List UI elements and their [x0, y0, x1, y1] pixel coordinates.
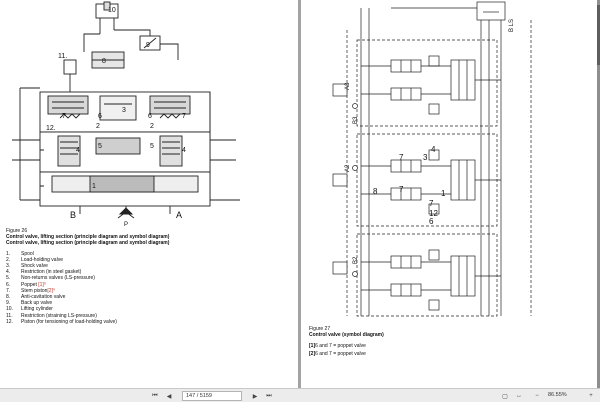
label-4b: 4	[182, 147, 186, 154]
figure-26-caption: Figure 26 Control valve, lifting section…	[6, 228, 294, 325]
legend-item: 9.Back up valve	[6, 300, 53, 307]
label-7b: 7	[182, 113, 186, 120]
legend-item: 11.Restriction (straining LS-pressure)	[6, 312, 97, 319]
label-5a: 5	[98, 143, 102, 150]
fit-width-icon[interactable]: ↔	[516, 393, 522, 399]
label-4a: 4	[76, 147, 80, 154]
next-page-icon[interactable]: ▶	[252, 393, 258, 400]
footnote-1: [1]6 and 7 = poppet valve	[309, 342, 366, 349]
label-b3: B3	[353, 116, 359, 124]
legend-item: 3.Shock valve	[6, 263, 48, 270]
last-page-icon[interactable]: ⏭	[266, 392, 272, 399]
label-7c: 7	[399, 185, 404, 194]
label-6b: 6	[148, 113, 152, 120]
legend-item: 12.Piston (for tensioning of load-holdin…	[6, 318, 117, 325]
label-4: 4	[431, 145, 436, 154]
label-12: 12	[429, 209, 438, 218]
legend-item: 5.Non-returns valves (LS-pressure)	[6, 275, 95, 282]
label-b2: B2	[353, 256, 359, 264]
label-bls: B LS	[509, 19, 515, 32]
label-10: 10	[108, 7, 116, 14]
label-9: 9	[146, 42, 150, 49]
fit-page-icon[interactable]: ▢	[502, 393, 508, 400]
page-number-input[interactable]: 147 / 5159	[182, 391, 242, 401]
port-b-label: B	[70, 210, 76, 220]
footnote-2: [2]6 and 7 = poppet valve	[309, 351, 366, 358]
vertical-scrollbar[interactable]	[597, 0, 600, 388]
footnote-link-1[interactable]: [1]⁰	[38, 281, 46, 288]
label-12: 12.	[46, 125, 56, 132]
label-6a: 6	[98, 113, 102, 120]
label-3: 3	[122, 107, 126, 114]
port-p-label: P	[124, 222, 128, 228]
label-8: 8	[373, 187, 378, 196]
zoom-out-icon[interactable]: −	[535, 393, 539, 399]
zoom-level: 86.55%	[548, 392, 567, 398]
legend-item: 1.Spool	[6, 250, 34, 257]
label-8: 8	[102, 58, 106, 65]
footnote-link-2[interactable]: [2]⁰	[47, 287, 55, 294]
lifting-section-diagram: 10 9 8 11. 7 6 3 6 7 12. 2 2 4 5 5 4 1 B…	[12, 1, 240, 228]
label-7a: 7	[62, 113, 66, 120]
legend-item: 7.Stem piston[2]⁰	[6, 287, 55, 294]
legend-item: 4.Restriction (in steel gasket)	[6, 269, 82, 276]
legend-item: 8.Anti-cavitation valve	[6, 294, 66, 301]
previous-page-icon[interactable]: ◀	[166, 393, 172, 400]
label-3a: 3	[423, 153, 428, 162]
figure-26-subtitle: Control valve, lifting section (principl…	[6, 240, 170, 247]
port-a-label: A	[176, 210, 182, 220]
figure-26-legend: 1.Spool 2.Load-holding valve 3.Shock val…	[6, 251, 294, 325]
right-page: B LS A3 B3 A2 B2 7 3 4 8 1 7 12 6 7 Figu…	[301, 0, 600, 388]
legend-item: 10.Lifting cylinder	[6, 306, 53, 313]
pdf-toolbar: ⏮ ◀ 147 / 5159 ▶ ⏭ ▢ ↔ − 86.55% +	[0, 388, 600, 402]
legend-item: 6.Poppet [1]⁰	[6, 281, 46, 288]
figure-27-number: Figure 27	[309, 326, 331, 332]
label-11: 11.	[58, 53, 67, 60]
label-2b: 2	[150, 123, 154, 130]
first-page-icon[interactable]: ⏮	[152, 392, 158, 399]
label-1: 1	[441, 189, 446, 198]
label-2a: 2	[96, 123, 100, 130]
figure-26-number: Figure 26	[6, 228, 28, 234]
control-valve-symbol-diagram: B LS A3 B3 A2 B2 7 3 4 8 1 7 12 6 7	[332, 1, 532, 317]
label-7a: 7	[399, 153, 404, 162]
scrollbar-thumb[interactable]	[597, 5, 600, 65]
label-5b: 5	[150, 143, 154, 150]
label-6: 6	[429, 217, 434, 226]
figure-27-caption: Figure 27 Control valve (symbol diagram)…	[309, 326, 589, 358]
left-page: 10 9 8 11. 7 6 3 6 7 12. 2 2 4 5 5 4 1 B…	[0, 0, 298, 388]
figure-27-title: Control valve (symbol diagram)	[309, 332, 384, 339]
label-1: 1	[92, 183, 96, 190]
label-a3: A3	[345, 82, 351, 90]
zoom-in-icon[interactable]: +	[589, 393, 593, 399]
label-7b: 7	[429, 199, 434, 208]
figure-26-title: Control valve, lifting section (principl…	[6, 234, 170, 241]
legend-item: 2.Load-holding valve	[6, 256, 63, 263]
label-a2: A2	[345, 164, 351, 172]
